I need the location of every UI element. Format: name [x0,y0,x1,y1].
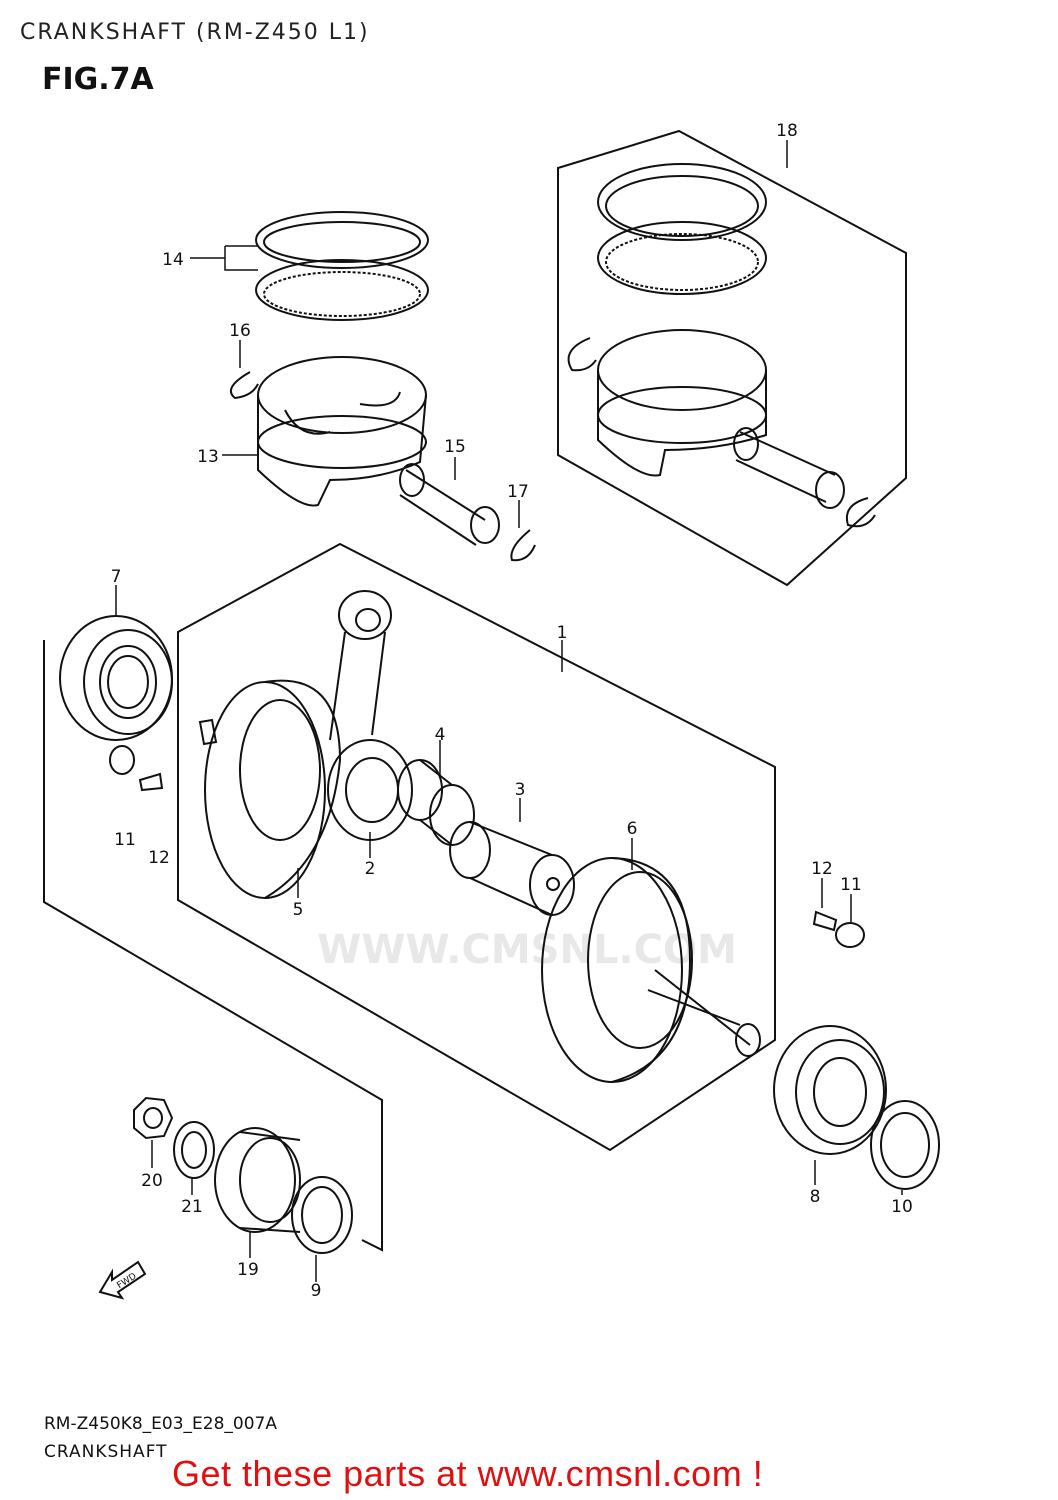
watermark-text: WWW.CMSNL.COM [317,927,737,973]
callout-4: 4 [435,725,446,745]
section-label: CRANKSHAFT [44,1442,168,1462]
spare-circlip-a [567,337,597,372]
screw-12-right [812,910,838,932]
callout-14: 14 [162,250,184,270]
nut-20 [133,1096,174,1140]
circlip-16 [230,371,259,400]
left-bracket-line [43,640,383,1252]
callout-11-right: 11 [840,875,862,895]
diagram-code: RM-Z450K8_E03_E28_007A [44,1414,277,1434]
leader-lines [115,140,903,1282]
callout-18: 18 [776,121,798,141]
callout-12-right: 12 [811,859,833,879]
callout-7: 7 [111,567,122,587]
washer-11-left [109,745,135,775]
piston-pin-15 [399,463,500,546]
spare-piston [597,329,767,477]
piston-rings [255,211,429,321]
callout-13: 13 [197,447,219,467]
callout-19: 19 [237,1260,259,1280]
crank-pin-3 [449,821,575,916]
callout-17: 17 [507,482,529,502]
callout-15: 15 [444,437,466,457]
washer-21 [173,1121,215,1179]
gear-19 [214,1127,301,1233]
needle-bearing-4 [397,759,475,846]
callout-3: 3 [515,780,526,800]
callout-9: 9 [311,1281,322,1301]
callout-21: 21 [181,1197,203,1217]
bearing-7 [59,615,173,741]
callout-8: 8 [810,1187,821,1207]
page-title: CRANKSHAFT (RM-Z450 L1) [20,20,370,45]
circlip-17 [510,529,536,562]
crankshaft-assembly-box [177,542,776,1152]
oil-seal-10 [870,1100,940,1190]
spare-rings [597,163,767,295]
oil-seal-9 [291,1176,353,1254]
crank-web-6 [541,857,761,1083]
spare-pin [733,427,845,509]
figure-label: FIG.7A [42,62,154,97]
callout-10: 10 [891,1197,913,1217]
spare-circlip-b [846,497,876,528]
piston-kit-box [557,129,907,587]
connecting-rod-2 [327,590,413,841]
callout-6: 6 [627,819,638,839]
callout-5: 5 [293,900,304,920]
washer-11-right [835,922,865,948]
piston [257,356,427,507]
callout-2: 2 [365,859,376,879]
callout-11-left: 11 [114,830,136,850]
callout-16: 16 [229,321,251,341]
fwd-arrow [98,1260,147,1300]
callout-1: 1 [557,623,568,643]
callout-20: 20 [141,1171,163,1191]
screw-12-left [138,772,164,792]
callout-12-left: 12 [148,848,170,868]
bearing-8 [773,1025,887,1155]
call-to-action-link[interactable]: Get these parts at www.cmsnl.com ! [172,1453,764,1494]
crank-web-5 [198,679,342,899]
